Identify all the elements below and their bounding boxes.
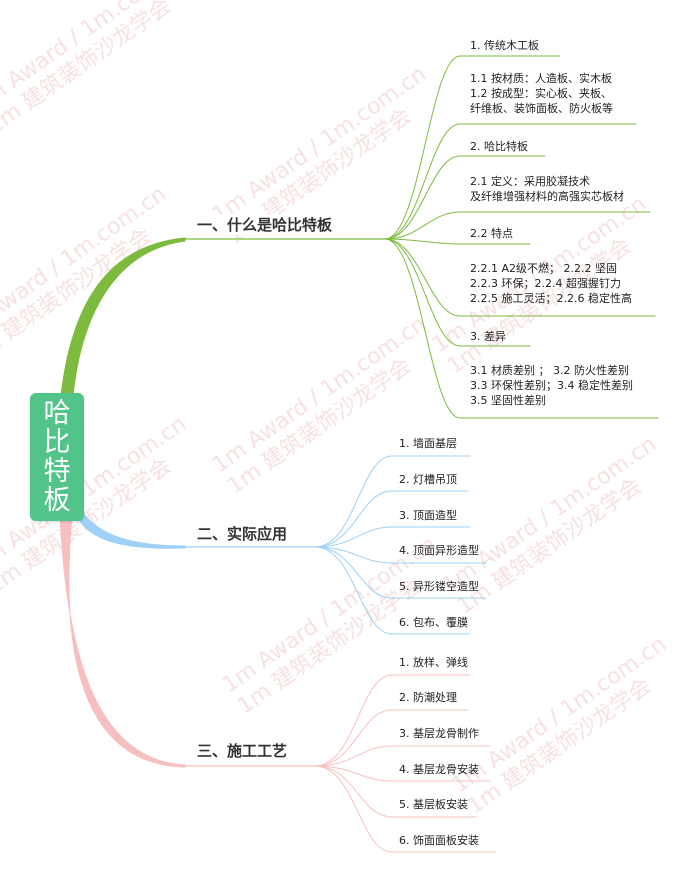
leaf-step-2[interactable]: 2. 防潮处理	[399, 691, 457, 704]
trunk-construction	[59, 514, 186, 768]
connector-what-is-4	[384, 238, 531, 245]
connector-applications-0	[314, 455, 471, 548]
leaf-app-4[interactable]: 4. 顶面异形造型	[399, 544, 479, 557]
leaf-habit-board[interactable]: 2. 哈比特板	[470, 140, 528, 153]
connector-what-is-5	[384, 238, 656, 317]
trunk-applications	[73, 498, 186, 549]
connector-applications-1	[314, 490, 469, 548]
leaf-app-3[interactable]: 3. 顶面造型	[399, 509, 457, 522]
connector-what-is-2	[384, 155, 546, 240]
connector-what-is-1	[384, 123, 637, 240]
connector-construction-4	[314, 765, 477, 818]
root-label: 哈比特板	[43, 398, 71, 516]
branch-applications-label[interactable]: 二、实际应用	[197, 523, 288, 544]
connector-construction-3	[314, 765, 491, 782]
leaf-app-2[interactable]: 2. 灯槽吊顶	[399, 473, 457, 486]
leaf-step-6[interactable]: 6. 饰面面板安装	[399, 834, 479, 847]
leaf-features[interactable]: 2.2 特点	[470, 227, 513, 240]
connector-what-is-6	[384, 238, 531, 347]
leaf-app-1[interactable]: 1. 墙面基层	[399, 437, 457, 450]
leaf-app-6[interactable]: 6. 包布、覆膜	[399, 616, 468, 629]
connector-applications-4	[314, 546, 487, 599]
connector-what-is-0	[384, 55, 561, 240]
leaf-step-3[interactable]: 3. 基层龙骨制作	[399, 727, 479, 740]
connector-construction-1	[314, 709, 469, 767]
leaf-traditional-wood-board[interactable]: 1. 传统木工板	[470, 39, 539, 52]
connector-applications-2	[314, 526, 471, 548]
connector-construction-0	[314, 674, 471, 767]
leaf-step-4[interactable]: 4. 基层龙骨安装	[399, 763, 479, 776]
branch-construction-label[interactable]: 三、施工工艺	[197, 740, 288, 761]
root-node[interactable]: 哈比特板	[30, 393, 84, 521]
connector-construction-5	[314, 765, 496, 853]
connector-construction-2	[314, 745, 491, 767]
leaf-differences[interactable]: 3. 差异	[470, 330, 506, 343]
leaf-feature-details[interactable]: 2.2.1 A2级不燃； 2.2.2 坚固 2.2.3 环保；2.2.4 超强握…	[470, 262, 632, 305]
leaf-difference-details[interactable]: 3.1 材质差别 ； 3.2 防火性差别 3.3 环保性差别；3.4 稳定性差别…	[470, 364, 633, 407]
leaf-step-5[interactable]: 5. 基层板安装	[399, 798, 468, 811]
connector-what-is-3	[384, 211, 651, 240]
leaf-definition[interactable]: 2.1 定义：采用胶凝技术 及纤维增强材料的高强实芯板材	[470, 175, 624, 203]
leaf-step-1[interactable]: 1. 放样、弹线	[399, 656, 468, 669]
leaf-wood-board-types[interactable]: 1.1 按材质：人造板、实木板 1.2 按成型：实心板、夹板、 纤维板、装饰面板…	[470, 72, 613, 115]
connector-applications-5	[314, 546, 471, 635]
connector-what-is-7	[384, 238, 659, 419]
trunk-what-is	[59, 237, 186, 406]
connector-applications-3	[314, 546, 487, 564]
leaf-app-5[interactable]: 5. 异形镂空造型	[399, 580, 479, 593]
branch-what-is-label[interactable]: 一、什么是哈比特板	[197, 214, 333, 235]
